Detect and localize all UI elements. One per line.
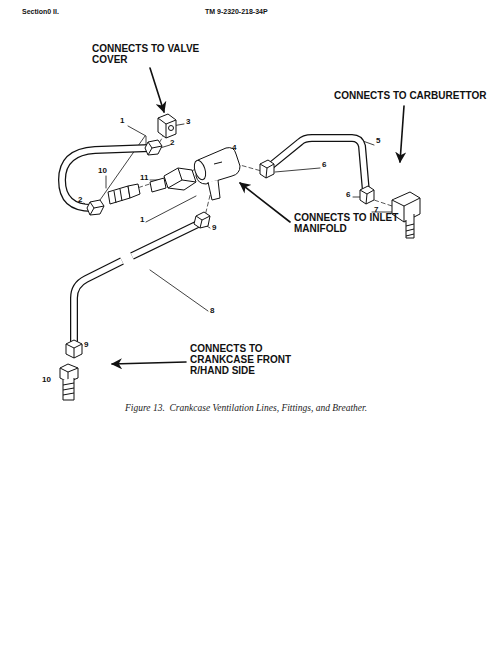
tee-fitting — [192, 148, 240, 200]
pointer-arrow — [150, 68, 164, 112]
callout-number: 3 — [186, 118, 190, 127]
tube-5 — [268, 138, 366, 192]
tube-nut — [194, 212, 210, 228]
tube-nut — [260, 160, 274, 178]
callout-number: 9 — [84, 341, 88, 350]
callout-number: 2 — [170, 139, 174, 148]
connection-note: CONNECTS TO VALVE COVER — [92, 43, 204, 65]
callout-number: 8 — [210, 307, 214, 316]
pointer-arrow — [240, 183, 290, 222]
callout-number: 6 — [322, 161, 326, 170]
connection-note: CONNECTS TO CARBURETTOR — [334, 90, 486, 101]
callout-number: 10 — [42, 376, 51, 385]
callout-number: 11 — [140, 174, 148, 183]
pointer-arrow — [112, 362, 186, 364]
page-header: TM 9-2320-218-34P — [205, 8, 268, 16]
callout-number: 1 — [140, 216, 144, 225]
figure-caption: Figure 13. Crankcase Ventilation Lines, … — [125, 403, 367, 413]
callout-number: 9 — [212, 224, 216, 233]
callout-number: 1 — [120, 117, 124, 126]
adapter-fitting — [108, 184, 140, 204]
tube-nut — [360, 186, 374, 204]
callout-number: 5 — [376, 137, 380, 146]
callout-number: 2 — [78, 196, 82, 205]
connection-note: CONNECTS TO CRANKCASE FRONT R/HAND SIDE — [190, 343, 320, 376]
hex-fitting — [150, 168, 196, 192]
pointer-arrow — [400, 106, 404, 162]
leader-line — [78, 124, 392, 350]
page-header: Section0 II. — [22, 8, 59, 16]
valve-cover-fitting — [158, 114, 176, 138]
callout-number: 4 — [232, 144, 236, 153]
tube-nut — [145, 140, 162, 155]
tube-nut — [66, 340, 82, 358]
callout-number: 10 — [98, 167, 107, 176]
centre-line — [112, 133, 392, 216]
connection-note: CONNECTS TO INLET MANIFOLD — [294, 212, 414, 234]
u-tube — [62, 148, 150, 208]
callout-number: 6 — [346, 191, 350, 200]
tube-nut — [87, 200, 104, 215]
crankcase-fitting — [60, 364, 78, 400]
hose-8 — [74, 224, 198, 344]
